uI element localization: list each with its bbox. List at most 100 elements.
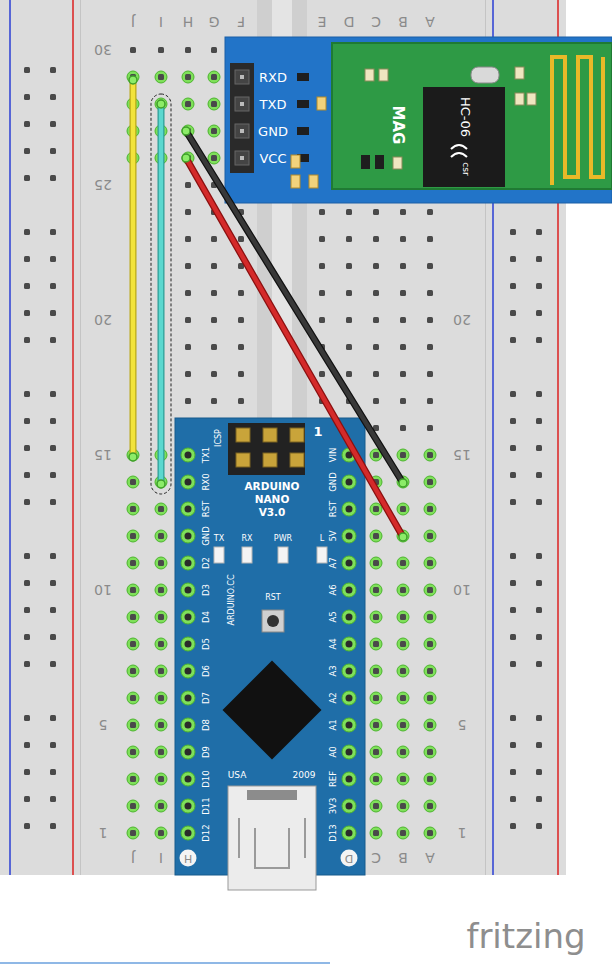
breadboard-hole xyxy=(427,614,433,620)
pin-label: A4 xyxy=(329,638,338,649)
row-number: 15 xyxy=(94,448,112,462)
row-number: 30 xyxy=(94,43,112,57)
connected-hole-ring xyxy=(155,557,167,569)
breadboard-hole xyxy=(24,337,30,343)
breadboard-hole xyxy=(185,830,191,836)
pin-label: REF xyxy=(329,771,338,787)
connected-hole-ring xyxy=(127,719,139,731)
column-letter: H xyxy=(183,15,194,29)
breadboard-hole xyxy=(158,803,164,809)
connected-hole-ring xyxy=(155,611,167,623)
breadboard-hole xyxy=(24,715,30,721)
breadboard-hole xyxy=(536,580,542,586)
breadboard-hole xyxy=(185,668,191,674)
breadboard-hole xyxy=(510,580,516,586)
smd-part xyxy=(379,69,388,81)
breadboard-hole xyxy=(346,803,352,809)
breadboard-hole xyxy=(211,290,217,296)
breadboard-hole xyxy=(400,317,406,323)
breadboard-hole xyxy=(24,121,30,127)
breadboard-hole xyxy=(427,641,433,647)
breadboard-hole xyxy=(536,823,542,829)
breadboard-hole xyxy=(400,830,406,836)
breadboard-hole xyxy=(346,641,352,647)
breadboard-hole xyxy=(346,587,352,593)
connected-hole-ring xyxy=(127,638,139,650)
pin-ring xyxy=(181,772,195,786)
row-number: 25 xyxy=(94,178,112,192)
connected-hole-ring xyxy=(155,800,167,812)
connected-hole-ring xyxy=(127,557,139,569)
pin-label: A1 xyxy=(329,719,338,730)
header-pin xyxy=(235,97,249,111)
row-number: 15 xyxy=(453,448,471,462)
black-jumper-wire xyxy=(186,131,403,483)
smd-part xyxy=(297,100,309,108)
breadboard-hole xyxy=(427,506,433,512)
breadboard-hole xyxy=(400,452,406,458)
pin-ring xyxy=(181,718,195,732)
wire-outline xyxy=(186,158,403,537)
led-label: RX xyxy=(241,535,252,543)
connected-hole-ring xyxy=(208,98,220,110)
breadboard-hole xyxy=(24,148,30,154)
breadboard-hole xyxy=(130,560,136,566)
pin-label: D2 xyxy=(202,557,211,569)
connected-hole-ring xyxy=(343,530,355,542)
breadboard-hole xyxy=(50,499,56,505)
pin-ring xyxy=(181,637,195,651)
breadboard-hole xyxy=(185,344,191,350)
pin-label: RXD xyxy=(259,71,287,84)
breadboard-hole xyxy=(373,344,379,350)
reset-button xyxy=(262,610,284,632)
breadboard-hole xyxy=(510,553,516,559)
column-letter: F xyxy=(237,15,245,29)
connected-hole-ring xyxy=(424,476,436,488)
breadboard-hole xyxy=(185,101,191,107)
connected-hole-ring xyxy=(208,71,220,83)
breadboard-hole xyxy=(510,472,516,478)
pin-label: D8 xyxy=(202,719,211,731)
breadboard-hole xyxy=(24,607,30,613)
breadboard-hole xyxy=(536,418,542,424)
pin-ring xyxy=(342,664,356,678)
breadboard-hole xyxy=(185,182,191,188)
breadboard-hole xyxy=(50,67,56,73)
bottom-line xyxy=(0,962,330,964)
connected-hole-ring xyxy=(182,557,194,569)
breadboard-hole xyxy=(536,796,542,802)
breadboard-hole xyxy=(158,533,164,539)
connected-hole-ring xyxy=(127,584,139,596)
connected-hole-ring xyxy=(182,773,194,785)
connected-hole-ring xyxy=(370,584,382,596)
connected-hole-ring xyxy=(343,692,355,704)
connected-hole-ring xyxy=(155,98,167,110)
connected-hole-ring xyxy=(424,665,436,677)
breadboard-hole xyxy=(158,749,164,755)
breadboard-hole xyxy=(536,256,542,262)
breadboard-hole xyxy=(24,472,30,478)
breadboard-hole xyxy=(319,263,325,269)
connected-hole-ring xyxy=(127,746,139,758)
breadboard-hole xyxy=(510,283,516,289)
column-letter: J xyxy=(131,851,135,865)
column-letter: J xyxy=(131,15,135,29)
breadboard-hole xyxy=(346,371,352,377)
smd-pad xyxy=(291,175,300,188)
breadboard-hole xyxy=(50,769,56,775)
breadboard-hole xyxy=(373,209,379,215)
connected-hole-ring xyxy=(182,800,194,812)
rail-divider xyxy=(80,0,81,875)
breadboard-hole xyxy=(346,263,352,269)
breadboard-hole xyxy=(185,209,191,215)
connected-hole-ring xyxy=(155,503,167,515)
breadboard-hole xyxy=(24,67,30,73)
breadboard-hole xyxy=(510,229,516,235)
breadboard-hole xyxy=(238,290,244,296)
connected-hole-ring xyxy=(182,530,194,542)
breadboard-hole xyxy=(373,236,379,242)
breadboard-hole xyxy=(373,803,379,809)
connected-hole-ring xyxy=(182,692,194,704)
smd-pad xyxy=(291,155,300,168)
